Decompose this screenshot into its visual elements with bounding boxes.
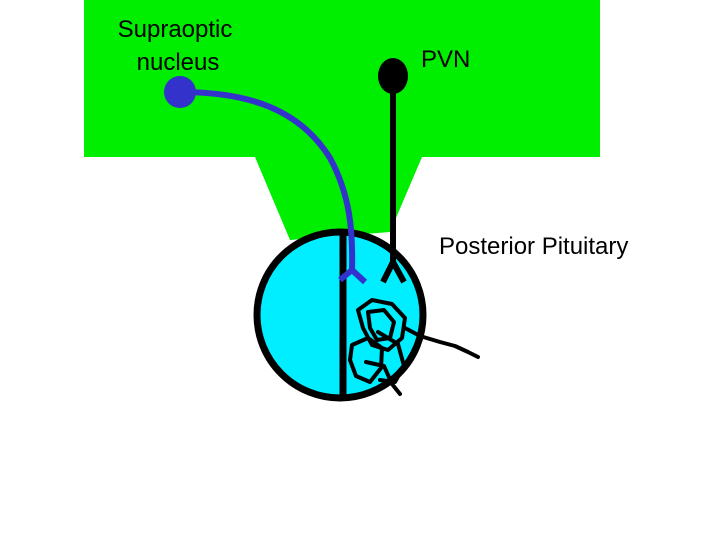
supraoptic-axon [179, 89, 356, 271]
pvn-axon-terminal [380, 259, 407, 284]
pvn-cell-body [378, 58, 408, 94]
capillary-tangle [348, 298, 480, 396]
pvn-label: PVN [421, 46, 470, 73]
supraoptic-label-line2: nucleus [137, 49, 220, 76]
pvn-neuron [378, 58, 408, 284]
supraoptic-cell-body [164, 76, 196, 108]
posterior-pituitary-label: Posterior Pituitary [439, 233, 628, 260]
supraoptic-label-line1: Supraoptic [118, 16, 233, 43]
hypothalamus-region [84, 0, 600, 240]
supraoptic-axon-terminal [338, 267, 368, 285]
supraoptic-neuron [164, 76, 368, 285]
